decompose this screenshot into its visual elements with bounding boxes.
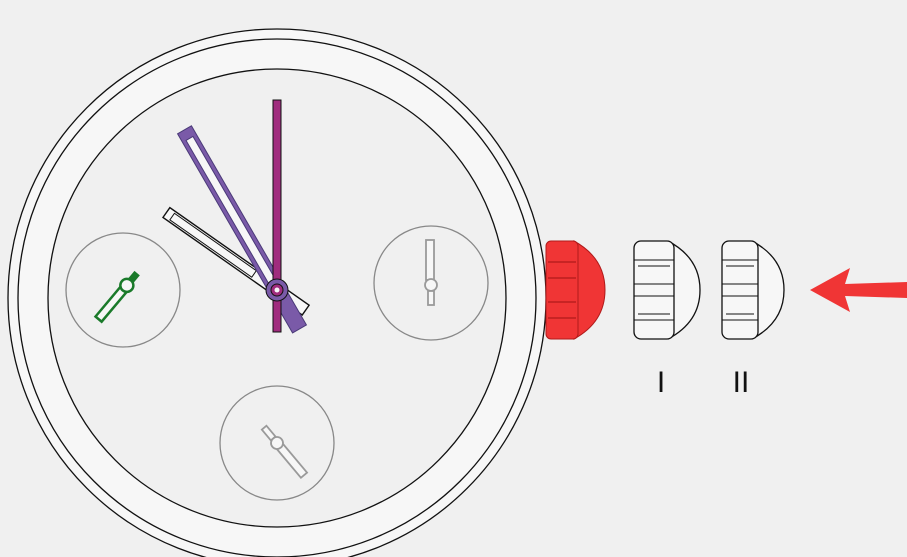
subdial-right-hand	[424, 239, 438, 306]
subdial-right	[373, 225, 489, 341]
subdial-left	[65, 232, 181, 348]
crown-position-2	[721, 240, 785, 340]
crown-pushed-in	[545, 240, 606, 340]
subdial-bottom-hand	[260, 424, 309, 480]
arrow-left-icon	[810, 268, 907, 312]
subdial-bottom	[219, 385, 335, 501]
crown-position-1-label: I	[657, 366, 665, 399]
small-seconds-hand	[93, 270, 140, 324]
crown-position-2-label: II	[733, 366, 750, 399]
center-hub	[265, 278, 289, 302]
crown-position-1	[633, 240, 701, 340]
seconds-hand	[272, 99, 282, 333]
